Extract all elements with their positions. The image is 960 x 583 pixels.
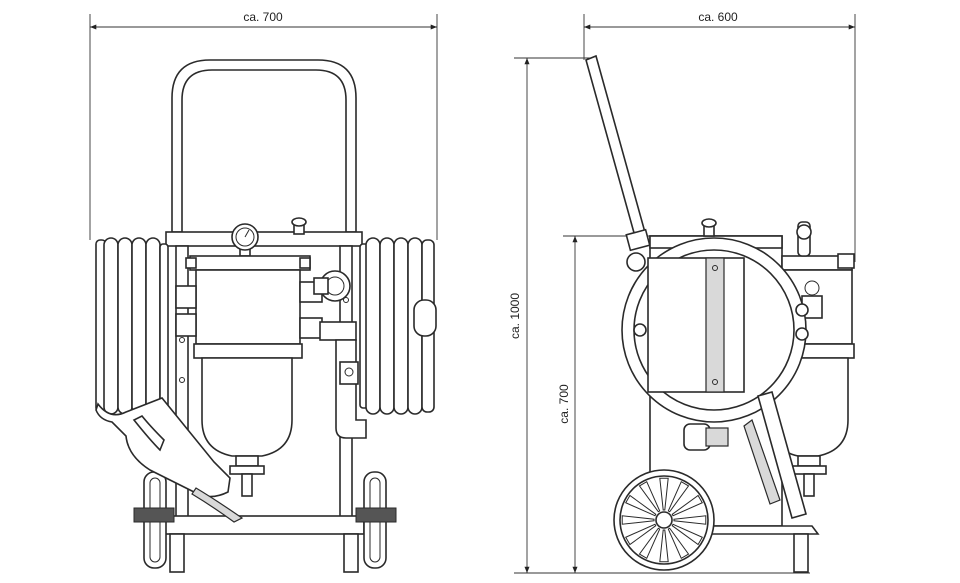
wheel-spoke (659, 477, 669, 511)
dimension-front-width: ca. 700 (89, 10, 438, 240)
hose-reel-right (359, 237, 437, 415)
base-frame (163, 515, 365, 535)
dimension-total-height: ca. 1000 (508, 57, 810, 574)
side-hose-reel (621, 237, 809, 423)
dispensing-nozzle (95, 397, 244, 523)
wheel-spoke (638, 527, 661, 559)
wheel-spoke (659, 529, 669, 563)
wheel-spoke (625, 494, 657, 517)
filter-bowl (201, 357, 293, 497)
wheel-spoke (667, 481, 690, 513)
side-view (585, 54, 855, 573)
dimension-label-side-depth: ca. 600 (698, 10, 738, 24)
hose-reel-left (95, 237, 169, 415)
pump-fitting (313, 270, 367, 439)
filter-head (175, 255, 323, 359)
dimension-label-body-height: ca. 700 (557, 384, 571, 424)
wheel-spoke (671, 523, 703, 546)
front-wheel-left (133, 471, 175, 569)
front-view (95, 59, 437, 573)
side-hose-hanger (683, 391, 807, 519)
side-top-knob (701, 218, 717, 237)
top-knob (291, 217, 307, 235)
wheel-spoke (673, 515, 707, 525)
dimension-label-front-width: ca. 700 (243, 10, 283, 24)
wheel-spoke (625, 523, 657, 546)
wheel-spoke (638, 481, 661, 513)
dimension-side-depth: ca. 600 (583, 10, 856, 262)
side-pressure-gauge (796, 221, 812, 257)
dimension-body-height: ca. 700 (557, 235, 650, 573)
push-handle (171, 59, 357, 233)
wheel-spoke (621, 515, 655, 525)
dimension-label-total-height: ca. 1000 (508, 293, 522, 339)
front-wheel-right (355, 471, 397, 569)
side-wheel (613, 469, 715, 571)
wheel-spoke (671, 494, 703, 517)
side-handle (585, 54, 651, 272)
pressure-gauge (231, 223, 259, 257)
wheel-spoke (667, 527, 690, 559)
